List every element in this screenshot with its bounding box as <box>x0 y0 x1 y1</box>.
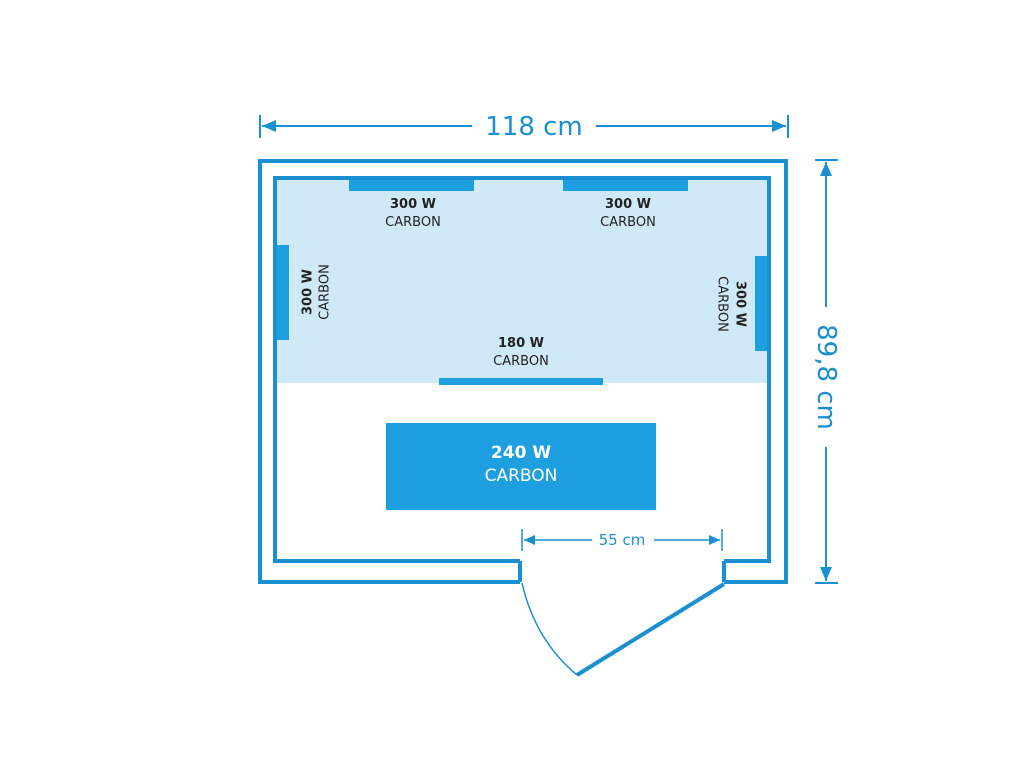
heater-floor-watt: 240 W <box>491 443 551 463</box>
heater-back-left <box>349 180 474 191</box>
heater-side-right-watt: 300 W <box>733 281 748 327</box>
width-label: 118 cm <box>485 112 583 142</box>
arrow-right-icon <box>772 120 786 132</box>
heater-back-right-watt: 300 W <box>605 197 651 212</box>
width-dimension: 118 cm <box>259 112 789 142</box>
heated-zone <box>277 180 767 383</box>
heater-side-right-type: CARBON <box>715 276 730 332</box>
heater-side-left <box>277 245 289 340</box>
arrow-left-icon <box>262 120 276 132</box>
heater-floor-type: CARBON <box>485 466 558 486</box>
heater-bench-front-type: CARBON <box>493 354 549 369</box>
door-swing <box>521 582 726 677</box>
arrow-left-icon <box>524 535 535 545</box>
door-arc <box>521 582 578 676</box>
heater-back-right <box>563 180 688 191</box>
arrow-down-icon <box>820 567 832 581</box>
heater-bench-front-watt: 180 W <box>498 336 544 351</box>
heater-side-left-type: CARBON <box>318 264 333 320</box>
cabin-walls <box>258 159 788 584</box>
depth-label: 89,8 cm <box>811 324 841 430</box>
heater-back-left-type: CARBON <box>385 215 441 230</box>
door-width-label: 55 cm <box>599 531 646 549</box>
heater-side-right <box>755 256 767 351</box>
door-leaf <box>575 582 726 677</box>
heater-bench-front <box>439 378 603 385</box>
arrow-up-icon <box>820 162 832 176</box>
door-dimension: 55 cm <box>521 529 723 551</box>
heater-floor <box>386 423 656 510</box>
arrow-right-icon <box>709 535 720 545</box>
heater-back-right-type: CARBON <box>600 215 656 230</box>
heater-side-left-watt: 300 W <box>301 269 316 315</box>
heater-back-left-watt: 300 W <box>390 197 436 212</box>
depth-dimension: 89,8 cm <box>811 159 841 584</box>
